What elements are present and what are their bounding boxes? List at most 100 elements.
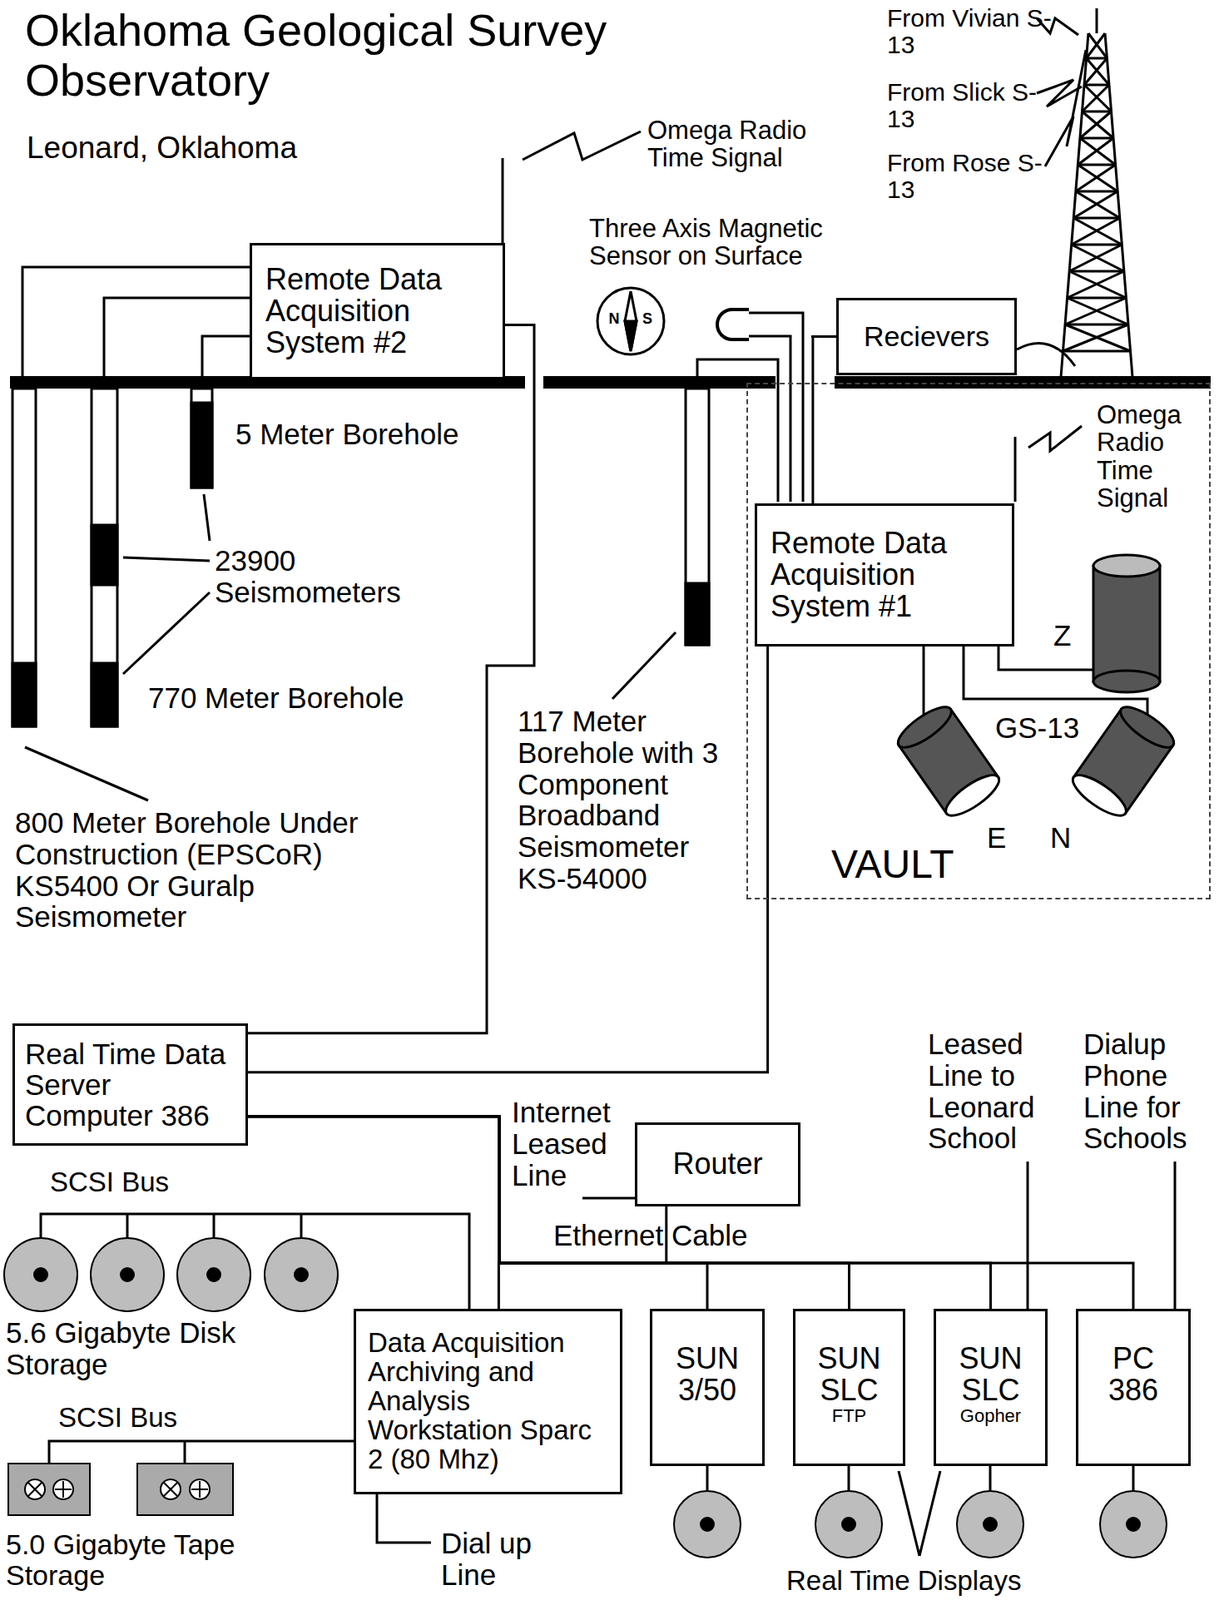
borehole-label: 5 Meter Borehole	[235, 418, 569, 451]
wire	[49, 1441, 354, 1464]
wire	[847, 1466, 851, 1492]
signal-source: From Slick S-13	[886, 79, 1054, 134]
radio-tower	[1086, 58, 1110, 85]
disk-drive	[34, 1268, 48, 1282]
box-title: PC 386	[1094, 1342, 1174, 1407]
box-title: SUN SLC	[809, 1342, 889, 1407]
radio-tower	[1065, 323, 1129, 327]
display-label: Real Time Displays	[786, 1565, 1103, 1596]
magnetic-sensor	[597, 287, 665, 355]
leader-line	[919, 1471, 941, 1556]
radio-tower	[1088, 33, 1107, 59]
signal-label: Omega Radio Time Signal	[1096, 401, 1210, 513]
radio-tower	[1080, 137, 1114, 140]
sensor-label: Three Axis Magnetic Sensor on Surface	[589, 214, 873, 271]
receiver-box: Recievers	[836, 297, 1017, 376]
wire	[1014, 436, 1017, 502]
wire	[1174, 1161, 1177, 1309]
wire	[998, 644, 1094, 670]
line-label: Leased Line to Leonard School	[927, 1028, 1070, 1155]
box-title: Router	[672, 1148, 763, 1180]
display-monitor	[1126, 1517, 1140, 1532]
box-title: Real Time Data Server Computer 386	[24, 1038, 235, 1131]
magnetic-sensor	[624, 321, 637, 352]
wire	[706, 1466, 709, 1492]
box-subtitle: Gopher	[960, 1406, 1021, 1426]
borehole	[12, 388, 709, 727]
line-label: Dial up Line	[441, 1527, 566, 1591]
borehole-label: 770 Meter Borehole	[148, 682, 481, 714]
signal-source: From Rose S-13	[886, 149, 1054, 204]
disk-drive	[4, 1238, 78, 1312]
display-monitor	[673, 1491, 1167, 1558]
line-label: Dialup Phone Line for Schools	[1083, 1028, 1215, 1155]
connector	[247, 1116, 992, 1309]
display-monitor	[1100, 1491, 1167, 1558]
bus-label: Ethernet Cable	[553, 1219, 803, 1252]
radio-tower	[1075, 164, 1116, 192]
wire	[501, 158, 505, 243]
radio-tower	[1060, 8, 1133, 377]
tape-drive	[163, 1481, 209, 1498]
display-monitor	[673, 1491, 741, 1558]
radio-tower	[1067, 271, 1125, 298]
tape-drive	[28, 1481, 72, 1498]
radio-tower	[1084, 84, 1110, 87]
wire	[1026, 1161, 1030, 1309]
storage-label: 5.0 Gigabyte Tape Storage	[5, 1529, 323, 1591]
radio-tower	[1073, 191, 1118, 219]
diagram-title: Oklahoma Geological Survey Observatory	[24, 4, 841, 106]
magnetic-sensor	[624, 291, 637, 352]
signal-label: Omega Radio Time Signal	[647, 116, 848, 173]
radio-tower	[1073, 217, 1120, 220]
wire	[202, 336, 250, 377]
borehole-label: 117 Meter Borehole with 3 Component Broa…	[517, 705, 741, 895]
box-title: SUN SLC	[951, 1342, 1031, 1407]
leader-line	[24, 747, 149, 801]
acquisition-box: Remote Data Acquisition System #1	[754, 503, 1015, 647]
disk-drive	[294, 1268, 308, 1282]
computer-box: PC 386	[1075, 1308, 1191, 1467]
axis-label: E	[986, 822, 1016, 854]
display-monitor	[815, 1491, 883, 1558]
axis-label: Z	[1053, 619, 1087, 652]
disk-drive	[264, 1238, 338, 1312]
leader-line	[612, 632, 676, 699]
wire	[582, 1197, 635, 1200]
seismometer	[1114, 700, 1180, 755]
wire	[922, 644, 926, 724]
radio-tower	[1086, 33, 1106, 59]
borehole	[191, 388, 213, 488]
radio-tower	[1081, 111, 1114, 139]
seismometer	[892, 700, 957, 755]
connector	[247, 1116, 500, 1309]
wire	[183, 1441, 187, 1464]
box-title: Remote Data Acquisition System #1	[770, 527, 999, 623]
disk-drive	[177, 1238, 251, 1312]
seismometer	[892, 700, 1006, 823]
wire	[989, 1466, 992, 1492]
radio-tower	[1080, 111, 1112, 139]
wire	[748, 336, 791, 502]
disk-drive	[4, 1238, 338, 1312]
radio-tower	[1084, 84, 1111, 112]
bus-label: SCSI Bus	[49, 1167, 300, 1198]
acquisition-box: Remote Data Acquisition System #2	[249, 242, 506, 380]
radio-tower	[1081, 110, 1111, 114]
wire	[1016, 342, 1076, 367]
storage-label: 5.6 Gigabyte Disk Storage	[5, 1317, 323, 1381]
seismometer	[1067, 768, 1132, 823]
leader-line	[123, 557, 210, 561]
seismometer-label: GS-13	[995, 712, 1112, 744]
disk-drive	[120, 1268, 134, 1282]
leader-line	[898, 1471, 920, 1556]
compass-letter: N	[604, 311, 625, 328]
seismometer-label: 23900 Seismometers	[214, 545, 448, 609]
radio-tower	[1095, 8, 1099, 34]
computer-box: SUN 3/50	[649, 1308, 765, 1467]
borehole	[685, 388, 709, 645]
radio-tower	[1071, 218, 1120, 245]
wire	[104, 297, 250, 377]
place-label: Leonard, Oklahoma	[26, 131, 360, 165]
disk-drive	[207, 1268, 221, 1282]
